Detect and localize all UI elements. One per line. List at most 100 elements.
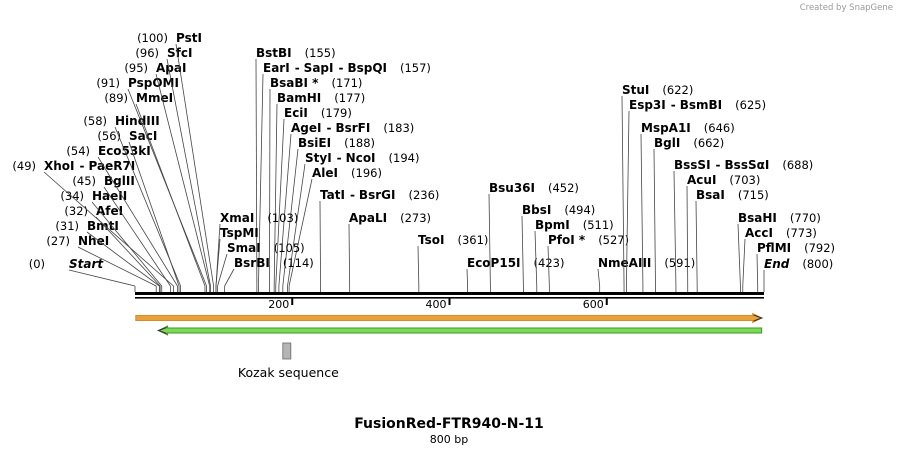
enzyme-site[interactable]: AgeI-BsrFI(183) <box>278 121 414 292</box>
enzyme-position: (773) <box>786 226 817 240</box>
enzyme-site[interactable]: Bsu36I(452) <box>488 181 579 292</box>
enzyme-site[interactable]: BsaBI *(171) <box>269 76 362 292</box>
enzyme-site[interactable]: SmaI(105) <box>217 241 305 292</box>
feature-arrowhead <box>753 314 764 322</box>
cut-site-line <box>673 170 677 287</box>
enzyme-position: (157) <box>400 61 431 75</box>
enzyme-site[interactable]: HaeII(34) <box>60 189 163 292</box>
enzyme-site[interactable]: Start(0) <box>29 257 136 292</box>
enzyme-site[interactable]: MspA1I(646) <box>640 121 735 292</box>
enzyme-site[interactable]: EarI-SapI-BspQI(157) <box>258 61 431 292</box>
enzyme-site[interactable]: BsaHI(770) <box>737 211 821 292</box>
enzyme-position: (196) <box>351 166 382 180</box>
enzyme-position: (31) <box>55 219 79 233</box>
enzyme-name: EciI <box>284 106 308 120</box>
enzyme-name: PstI <box>176 31 202 45</box>
cut-site-line <box>217 253 228 287</box>
enzyme-site[interactable]: TatI-BsrGI(236) <box>319 188 439 292</box>
enzyme-position: (703) <box>729 173 760 187</box>
enzyme-site[interactable]: TsoI(361) <box>417 233 488 292</box>
cut-site-line <box>103 186 171 287</box>
enzyme-position: (715) <box>738 188 769 202</box>
enzyme-name: SfcI <box>167 46 192 60</box>
cut-site-line <box>282 148 299 287</box>
enzyme-position: (34) <box>60 189 84 203</box>
feature-arrow[interactable] <box>156 325 763 336</box>
enzyme-site[interactable]: BstBI(155) <box>255 46 336 292</box>
cut-site-line <box>348 223 351 287</box>
enzyme-site[interactable]: HindIII(58) <box>83 114 182 292</box>
cut-site-line <box>742 238 746 287</box>
enzyme-separator: - <box>671 98 676 112</box>
enzyme-name: TspMI <box>220 226 259 240</box>
enzyme-site[interactable]: BssSI-BssSαI(688) <box>673 158 813 292</box>
cut-site-line <box>319 200 321 287</box>
enzyme-site[interactable]: Esp3I-BsmBI(625) <box>626 98 766 292</box>
enzyme-name: NmeAIII <box>598 256 651 270</box>
enzyme-site[interactable]: BsrBI(114) <box>224 256 314 292</box>
enzyme-site[interactable]: StuI(622) <box>621 83 693 292</box>
enzyme-position: (171) <box>331 76 362 90</box>
enzyme-separator: - <box>337 151 342 165</box>
enzyme-site[interactable]: EciI(179) <box>275 106 352 292</box>
cut-site-line <box>175 43 215 287</box>
enzyme-site[interactable]: MmeI(89) <box>104 91 206 292</box>
enzyme-site[interactable]: BpmI(511) <box>534 218 614 292</box>
enzyme-site[interactable]: XhoI-PaeR7I(49) <box>12 159 174 292</box>
cut-site-line <box>224 268 235 287</box>
enzyme-site[interactable]: EcoP15I(423) <box>466 256 564 292</box>
enzyme-site[interactable]: BsiEI(188) <box>282 136 375 292</box>
enzyme-name: AcuI <box>687 173 716 187</box>
cut-site-line <box>547 245 550 287</box>
enzyme-name: TsoI <box>418 233 444 247</box>
enzyme-site[interactable]: AleI(196) <box>288 166 382 292</box>
cut-site-line <box>466 268 468 287</box>
enzyme-site[interactable]: TspMI <box>215 226 259 292</box>
enzyme-name: BsrBI <box>234 256 270 270</box>
enzyme-name: BsmBI <box>680 98 722 112</box>
enzyme-position: (688) <box>782 158 813 172</box>
enzyme-site[interactable]: Eco53kI(54) <box>66 144 178 292</box>
cut-site-line <box>417 245 420 287</box>
enzyme-site[interactable]: PspOMI(91) <box>96 76 207 292</box>
cut-site-line <box>114 126 181 287</box>
enzyme-site[interactable]: BsaI(715) <box>695 188 769 292</box>
enzyme-name: Start <box>69 257 104 271</box>
cut-site-line <box>77 246 157 287</box>
cut-site-line <box>488 193 491 287</box>
enzyme-name: NheI <box>78 234 109 248</box>
enzyme-site[interactable]: BamHI(177) <box>273 91 365 292</box>
enzyme-site[interactable]: End(800) <box>763 257 833 292</box>
cut-site-line <box>86 231 160 287</box>
feature-label: Kozak sequence <box>238 365 339 380</box>
enzyme-position: (56) <box>97 129 121 143</box>
enzyme-site[interactable]: StyI-NcoI(194) <box>287 151 420 292</box>
enzyme-site[interactable]: PfoI *(527) <box>547 233 629 292</box>
enzyme-site[interactable]: ApaLI(273) <box>348 211 431 292</box>
enzyme-site[interactable]: PstI(100) <box>137 31 215 292</box>
cut-site-line <box>686 185 689 287</box>
enzyme-site[interactable]: BglI(662) <box>653 136 724 292</box>
enzyme-name: BsiEI <box>298 136 331 150</box>
enzyme-position: (91) <box>96 76 120 90</box>
enzyme-name: PfoI * <box>548 233 586 247</box>
cut-site-line <box>626 110 630 287</box>
enzyme-position: (273) <box>400 211 431 225</box>
enzyme-name: NcoI <box>346 151 376 165</box>
enzyme-site[interactable]: NmeAIII(591) <box>597 256 695 292</box>
enzyme-site[interactable]: AcuI (703) <box>686 173 760 292</box>
enzyme-site[interactable]: SfcI(96) <box>135 46 211 292</box>
feature-arrowhead <box>156 326 167 335</box>
enzyme-position: (770) <box>790 211 821 225</box>
feature-box[interactable]: Kozak sequence <box>238 342 339 380</box>
enzyme-site[interactable]: NheI(27) <box>46 234 157 292</box>
enzyme-site[interactable]: PflMI(792) <box>756 241 835 292</box>
cut-site-line <box>521 215 524 287</box>
enzyme-site[interactable]: AfeI(32) <box>64 204 161 292</box>
enzyme-site[interactable]: AccI(773) <box>742 226 817 292</box>
enzyme-site[interactable]: BbsI(494) <box>521 203 595 292</box>
enzyme-site[interactable]: BglII(45) <box>72 174 171 292</box>
enzyme-site[interactable]: BmtI(31) <box>55 219 160 292</box>
feature-arrow[interactable] <box>135 312 764 324</box>
